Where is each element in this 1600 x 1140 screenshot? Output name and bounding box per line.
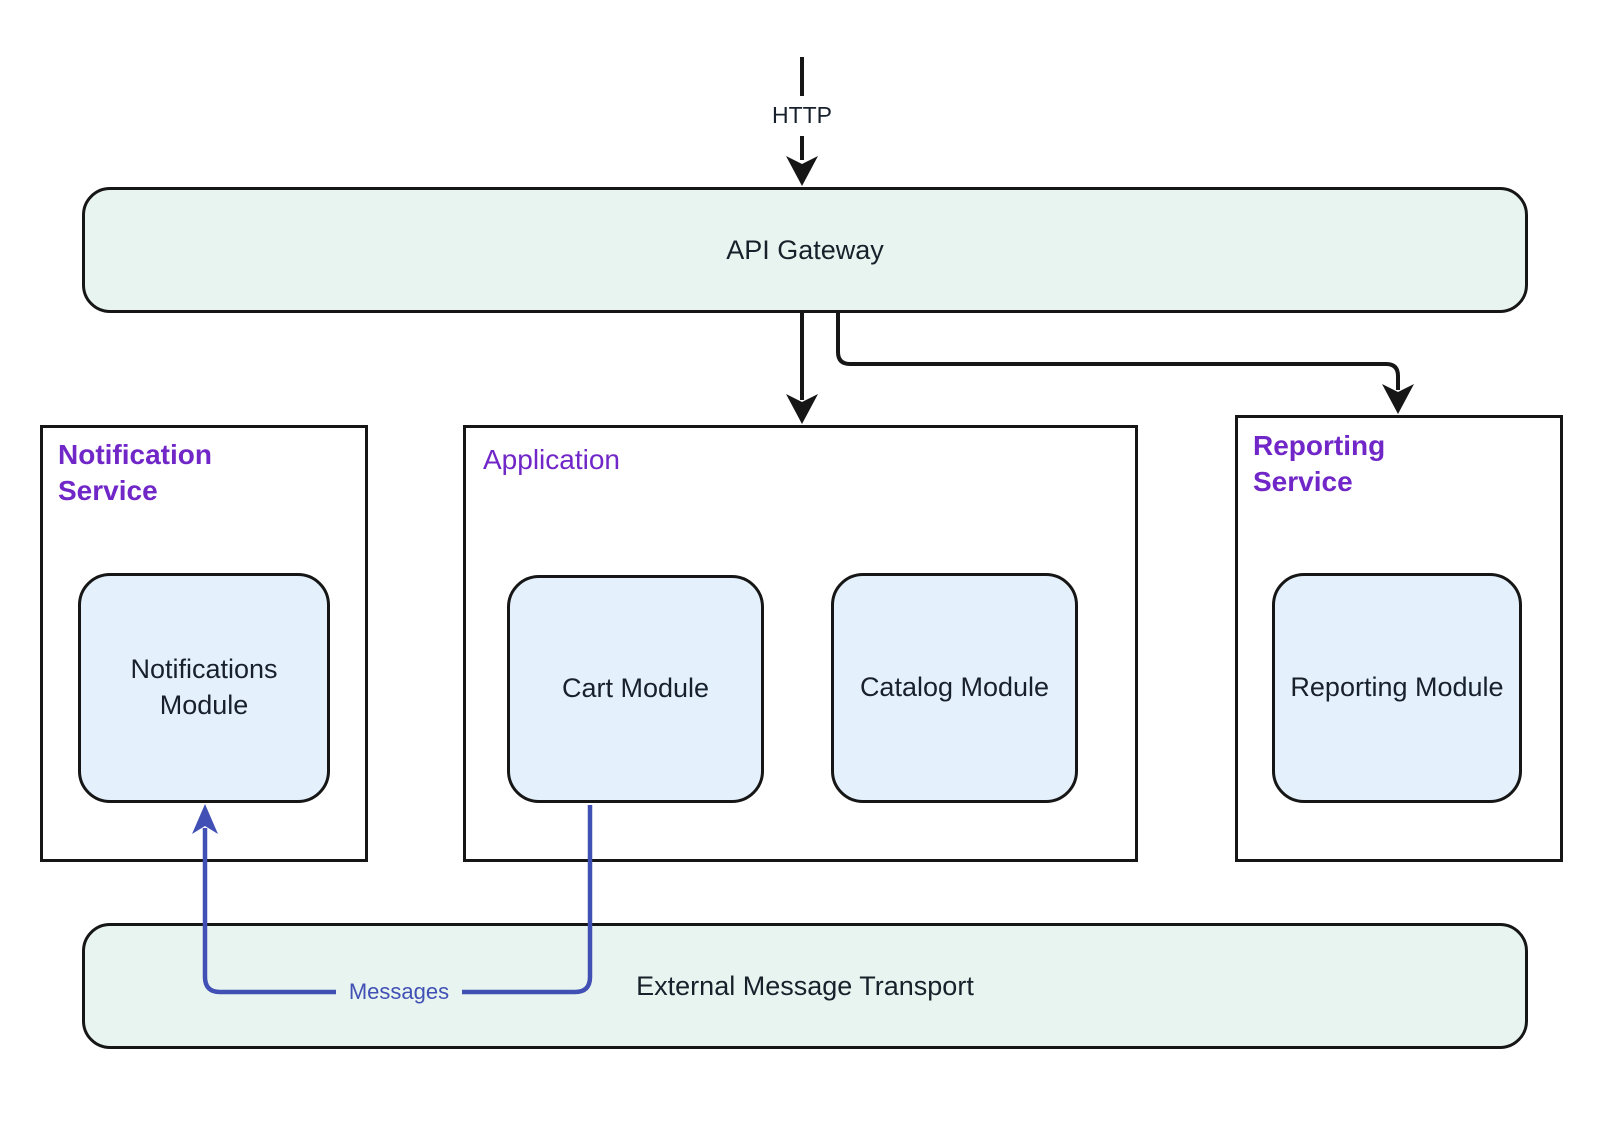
catalog-module-node: Catalog Module [831, 573, 1078, 803]
notifications-module-node: Notifications Module [78, 573, 330, 803]
external-message-transport-node: External Message Transport [82, 923, 1528, 1049]
reporting-module-node: Reporting Module [1272, 573, 1522, 803]
gateway-to-application-arrowhead-icon [786, 394, 818, 424]
http-edge-label: HTTP [742, 102, 862, 129]
catalog-module-label: Catalog Module [859, 672, 1050, 703]
api-gateway-node: API Gateway [82, 187, 1528, 313]
reporting-service-title: Reporting Service [1253, 430, 1386, 497]
messages-edge-label: Messages [336, 977, 462, 1007]
application-title: Application [483, 444, 620, 475]
notification-service-title: Notification Service [58, 439, 212, 506]
api-gateway-label: API Gateway [726, 234, 884, 265]
http-arrowhead-icon [786, 156, 818, 186]
cart-module-label: Cart Module [561, 673, 710, 704]
notifications-module-label: Notifications Module [130, 654, 278, 720]
external-message-transport-label: External Message Transport [636, 970, 974, 1001]
cart-module-node: Cart Module [507, 575, 764, 803]
gateway-to-reporting-edge [836, 313, 1400, 390]
gateway-to-reporting-arrowhead-icon [1382, 384, 1414, 414]
reporting-module-label: Reporting Module [1290, 672, 1504, 703]
